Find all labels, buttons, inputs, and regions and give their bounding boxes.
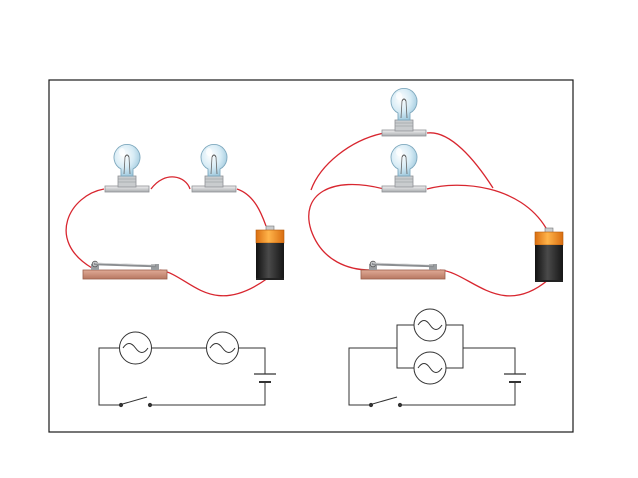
series-schematic: [98, 331, 276, 408]
parallel-schematic: [348, 308, 526, 408]
lamp-symbol-icon: [119, 331, 152, 365]
figure-frame: [48, 79, 574, 433]
parallel-circuit: [308, 87, 564, 408]
series-circuit: [65, 143, 285, 408]
battery-icon: [534, 227, 564, 283]
cell-symbol-icon: [254, 373, 276, 383]
parallel-wires: [308, 132, 549, 297]
switch-symbol-icon: [118, 396, 153, 408]
lamp-symbol-icon: [206, 331, 239, 365]
series-wires: [65, 176, 269, 297]
battery-icon: [255, 225, 285, 281]
switch-symbol-icon: [368, 396, 403, 408]
cell-symbol-icon: [504, 373, 526, 383]
